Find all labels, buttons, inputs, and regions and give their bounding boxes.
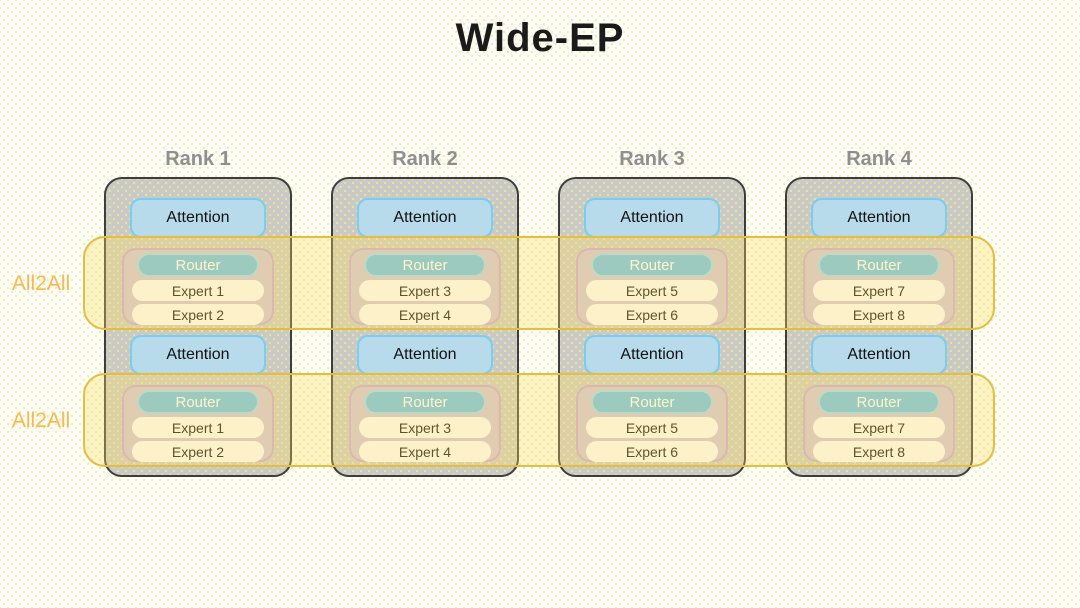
expert-pill: Expert 6	[586, 441, 718, 462]
expert-pill: Expert 7	[813, 417, 945, 438]
router-block: Router	[137, 390, 259, 414]
router-block: Router	[364, 253, 486, 277]
expert-group: Router Expert 7 Expert 8	[803, 385, 955, 462]
expert-group: Router Expert 5 Expert 6	[576, 248, 728, 325]
page-title: Wide-EP	[455, 16, 625, 60]
attention-block: Attention	[357, 335, 493, 375]
router-block: Router	[137, 253, 259, 277]
expert-pill: Expert 6	[586, 304, 718, 325]
rank-1-box: Attention Router Expert 1 Expert 2 Atten…	[104, 177, 292, 477]
expert-pill: Expert 8	[813, 441, 945, 462]
rank-1-label: Rank 1	[165, 148, 231, 170]
expert-pill: Expert 4	[359, 304, 491, 325]
expert-group: Router Expert 7 Expert 8	[803, 248, 955, 325]
attention-block: Attention	[357, 198, 493, 238]
expert-pill: Expert 2	[132, 304, 264, 325]
router-block: Router	[591, 253, 713, 277]
rank-2-box: Attention Router Expert 3 Expert 4 Atten…	[331, 177, 519, 477]
attention-block: Attention	[130, 335, 266, 375]
all2all-label-top: All2All	[11, 272, 71, 295]
expert-pill: Expert 1	[132, 280, 264, 301]
all2all-label-bottom: All2All	[11, 409, 71, 432]
router-block: Router	[591, 390, 713, 414]
attention-block: Attention	[811, 335, 947, 375]
attention-block: Attention	[584, 335, 720, 375]
attention-block: Attention	[584, 198, 720, 238]
expert-pill: Expert 2	[132, 441, 264, 462]
router-block: Router	[818, 253, 940, 277]
rank-3-label: Rank 3	[619, 148, 685, 170]
router-block: Router	[364, 390, 486, 414]
expert-pill: Expert 5	[586, 417, 718, 438]
rank-2-label: Rank 2	[392, 148, 458, 170]
expert-pill: Expert 1	[132, 417, 264, 438]
expert-pill: Expert 8	[813, 304, 945, 325]
expert-group: Router Expert 5 Expert 6	[576, 385, 728, 462]
expert-pill: Expert 5	[586, 280, 718, 301]
router-block: Router	[818, 390, 940, 414]
expert-group: Router Expert 3 Expert 4	[349, 248, 501, 325]
expert-group: Router Expert 1 Expert 2	[122, 385, 274, 462]
attention-block: Attention	[811, 198, 947, 238]
rank-4-box: Attention Router Expert 7 Expert 8 Atten…	[785, 177, 973, 477]
expert-group: Router Expert 1 Expert 2	[122, 248, 274, 325]
expert-pill: Expert 7	[813, 280, 945, 301]
rank-3-box: Attention Router Expert 5 Expert 6 Atten…	[558, 177, 746, 477]
rank-4-label: Rank 4	[846, 148, 912, 170]
expert-group: Router Expert 3 Expert 4	[349, 385, 501, 462]
expert-pill: Expert 3	[359, 417, 491, 438]
attention-block: Attention	[130, 198, 266, 238]
expert-pill: Expert 3	[359, 280, 491, 301]
expert-pill: Expert 4	[359, 441, 491, 462]
